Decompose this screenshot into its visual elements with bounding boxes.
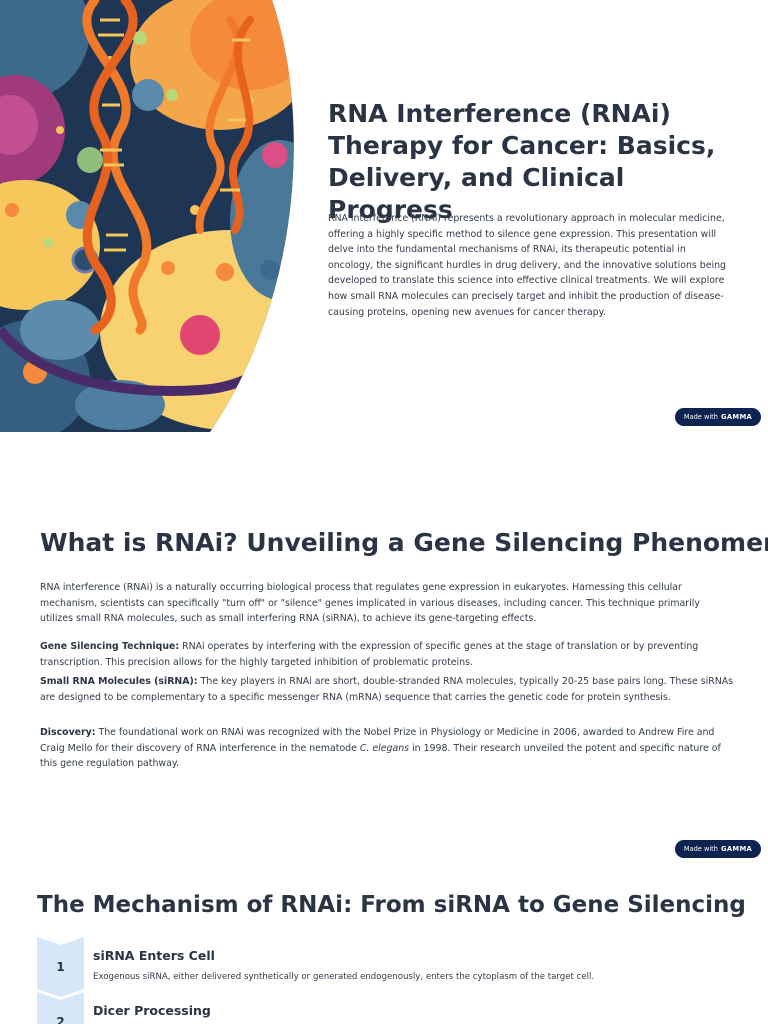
section-intro: RNA interference (RNAi) is a naturally o… (40, 582, 700, 625)
step-title: Dicer Processing (93, 1003, 211, 1018)
dna-illustration (0, 0, 294, 432)
step-title: siRNA Enters Cell (93, 948, 215, 963)
point-text: RNAi operates by interfering with the ex… (40, 641, 699, 668)
step-chevron (37, 992, 84, 1024)
point-text: in 1998. Their research unveiled the pot… (40, 742, 721, 770)
step-number: 1 (56, 960, 65, 974)
badge-brand: GAMMA (720, 413, 753, 421)
what-is-rnai-slide: What is RNAi? Unveiling a Gene Silencing… (0, 432, 768, 864)
point-small-rna: Small RNA Molecules (siRNA): The key pla… (40, 674, 735, 705)
point-label: Gene Silencing Technique: (40, 641, 180, 652)
made-with-gamma-badge[interactable]: Made with GAMMA (675, 840, 761, 858)
badge-prefix: Made with (683, 413, 718, 421)
badge-brand: GAMMA (720, 845, 753, 853)
step-chevron (37, 937, 84, 997)
point-label: Discovery: (40, 727, 96, 738)
step-description: Exogenous siRNA, either delivered synthe… (93, 972, 595, 982)
section-title: What is RNAi? Unveiling a Gene Silencing… (40, 528, 768, 557)
point-text: The foundational work on RNAi was recogn… (40, 727, 715, 754)
intro-paragraph: RNA interference (RNAi) represents a rev… (328, 213, 726, 318)
made-with-gamma-badge[interactable]: Made with GAMMA (675, 408, 761, 426)
presentation-title: RNA Interference (RNAi) Therapy for Canc… (328, 99, 716, 224)
badge-prefix: Made with (683, 845, 718, 853)
point-text: The key players in RNAi are short, doubl… (40, 676, 734, 703)
title-slide: RNA Interference (RNAi) Therapy for Canc… (0, 0, 768, 432)
species-name: C. elegans (359, 742, 410, 754)
point-discovery: Discovery: The foundational work on RNAi… (40, 725, 735, 772)
step-number: 2 (56, 1015, 65, 1024)
point-gene-silencing: Gene Silencing Technique: RNAi operates … (40, 639, 735, 670)
mechanism-slide: The Mechanism of RNAi: From siRNA to Gen… (0, 864, 768, 1024)
point-label: Small RNA Molecules (siRNA): (40, 676, 198, 687)
section-title: The Mechanism of RNAi: From siRNA to Gen… (37, 892, 746, 918)
